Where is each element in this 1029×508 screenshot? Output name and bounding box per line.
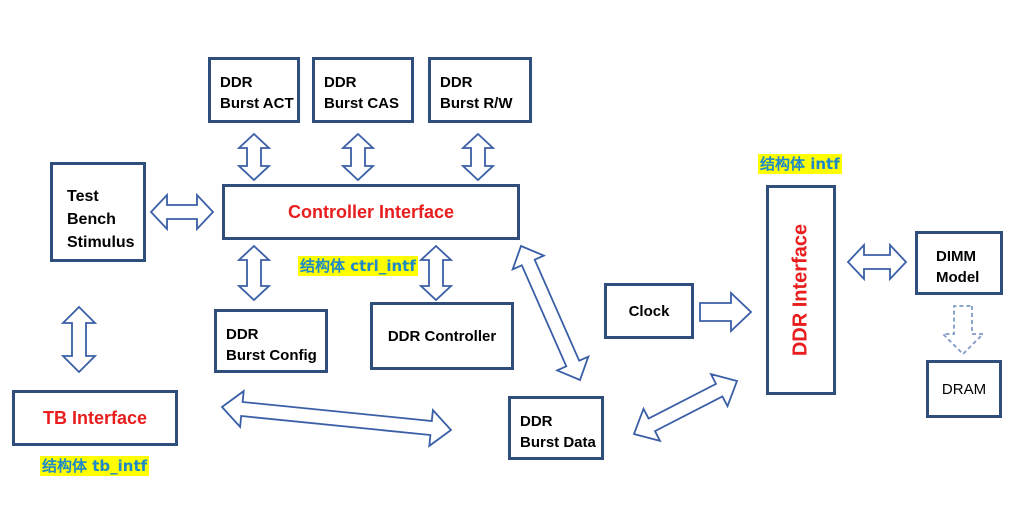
arrow-controller-burst-config bbox=[236, 244, 272, 302]
burst-rw-line-1: DDR bbox=[440, 74, 473, 91]
tb-intf-tag: 结构体 tb_intf bbox=[40, 456, 150, 476]
clock-label: Clock bbox=[628, 302, 670, 320]
ddr-burst-act-box: DDR Burst ACT bbox=[208, 57, 300, 123]
dram-label: DRAM bbox=[941, 380, 987, 398]
dram-box: DRAM bbox=[926, 360, 1002, 418]
dimm-model-box: DIMM Model bbox=[915, 231, 1003, 295]
burst-cas-line-1: DDR bbox=[324, 74, 357, 91]
ddr-burst-rw-box: DDR Burst R/W bbox=[428, 57, 532, 123]
arrow-ddr-interface-dimm bbox=[846, 242, 908, 282]
arrow-controller-ddr-controller bbox=[418, 244, 454, 302]
clock-box: Clock bbox=[604, 283, 694, 339]
ddr-controller-box: DDR Controller bbox=[370, 302, 514, 370]
arrow-dimm-dram bbox=[940, 305, 986, 356]
ddr-controller-label: DDR Controller bbox=[387, 327, 497, 345]
burst-data-line-1: DDR bbox=[520, 413, 553, 430]
tb-interface-box: TB Interface bbox=[12, 390, 178, 446]
dimm-model-line-2: Model bbox=[936, 269, 980, 286]
ddr-interface-label: DDR Interface bbox=[789, 223, 812, 357]
burst-act-line-2: Burst ACT bbox=[220, 95, 294, 112]
ddr-burst-data-box: DDR Burst Data bbox=[508, 396, 604, 460]
burst-act-line-1: DDR bbox=[220, 74, 253, 91]
burst-config-line-1: DDR bbox=[226, 326, 259, 343]
arrow-burst-data-ddr-interface bbox=[632, 372, 739, 443]
arrow-tb-interface-burst-data bbox=[220, 389, 453, 448]
arrow-testbench-tb-interface bbox=[60, 305, 98, 374]
ctrl-intf-tag: 结构体 ctrl_intf bbox=[298, 256, 418, 276]
intf-tag: 结构体 intf bbox=[758, 154, 842, 174]
burst-data-line-2: Burst Data bbox=[520, 434, 596, 451]
arrow-burst-rw-controller bbox=[460, 132, 496, 182]
dimm-model-line-1: DIMM bbox=[936, 248, 976, 265]
arrow-burst-act-controller bbox=[236, 132, 272, 182]
controller-interface-label: Controller Interface bbox=[287, 201, 455, 222]
test-bench-line-3: Stimulus bbox=[67, 234, 135, 251]
burst-cas-line-2: Burst CAS bbox=[324, 95, 400, 112]
ddr-burst-config-box: DDR Burst Config bbox=[214, 309, 328, 373]
burst-rw-line-2: Burst R/W bbox=[440, 95, 513, 112]
arrow-clock-ddr-interface bbox=[699, 290, 753, 334]
arrow-testbench-controller bbox=[149, 192, 215, 232]
controller-interface-box: Controller Interface bbox=[222, 184, 520, 240]
test-bench-line-1: Test bbox=[67, 188, 99, 205]
ddr-interface-box: DDR Interface bbox=[766, 185, 836, 395]
test-bench-line-2: Bench bbox=[67, 211, 116, 228]
arrow-burst-cas-controller bbox=[340, 132, 376, 182]
test-bench-stimulus-box: Test Bench Stimulus bbox=[50, 162, 146, 262]
arrow-controller-burst-data bbox=[511, 244, 590, 382]
ddr-burst-cas-box: DDR Burst CAS bbox=[312, 57, 414, 123]
tb-interface-label: TB Interface bbox=[42, 407, 148, 428]
burst-config-line-2: Burst Config bbox=[226, 347, 317, 364]
